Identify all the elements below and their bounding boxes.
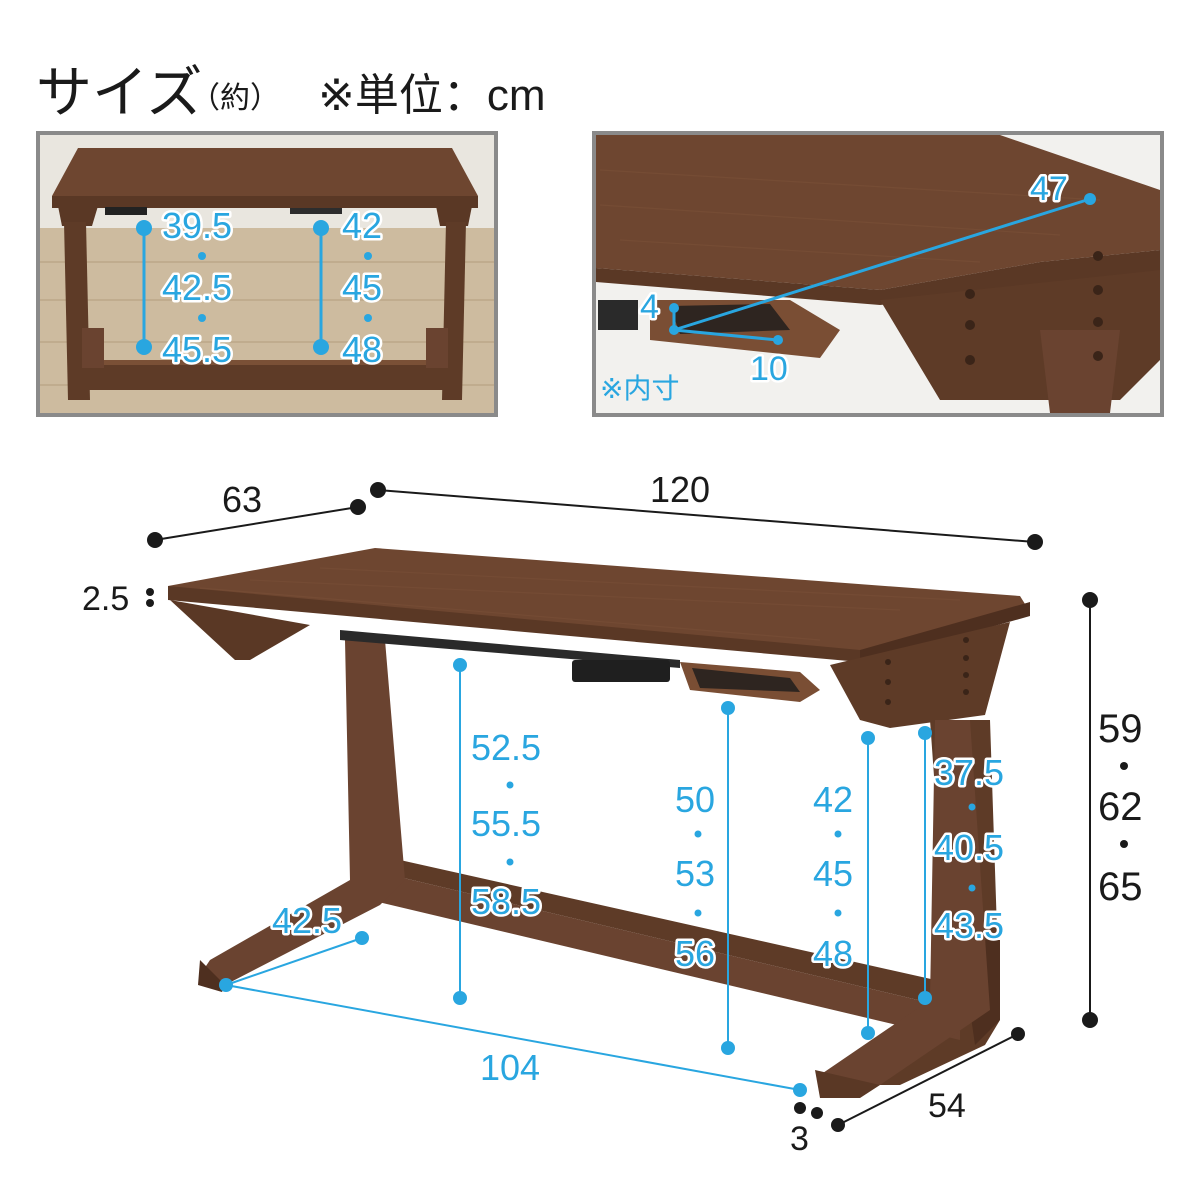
beam-height-2: 40.5: [934, 827, 1004, 868]
page-title: サイズ: [36, 61, 202, 124]
top-thickness-dimension: 2.5: [82, 580, 154, 618]
under-tray-height-1: 50: [675, 779, 715, 820]
under-top-height-1: 52.5: [471, 727, 541, 768]
detail-dimensions: 47 4 10 ※内寸: [600, 168, 1096, 404]
detail-view-panel: [592, 131, 1164, 417]
front-left-height-2: 42.5: [162, 267, 232, 308]
foot-gap-dimension: 3: [790, 1102, 823, 1158]
beam-height-3: 43.5: [934, 905, 1004, 946]
front-left-height-1: 39.5: [162, 205, 232, 246]
foot-length-label: 54: [928, 1087, 966, 1125]
unit-note: ※単位：cm: [318, 71, 546, 120]
under-tray-height-3: 56: [675, 933, 715, 974]
beam-height-1: 37.5: [934, 752, 1004, 793]
front-right-height-2: 45: [342, 267, 382, 308]
table-height-1: 59: [1098, 707, 1143, 751]
under-top-height-2: 55.5: [471, 803, 541, 844]
front-right-height-1: 42: [342, 205, 382, 246]
leg-inner-height-1: 42: [813, 779, 853, 820]
under-tray-height-dimension: 50 53 56: [673, 701, 735, 1055]
beam-height-dimension: 37.5 40.5 43.5: [918, 726, 1007, 1005]
detail-width-label: 10: [750, 350, 788, 388]
front-left-height-3: 45.5: [162, 329, 232, 370]
foot-length-dimension: 54: [831, 1027, 1025, 1132]
table-height-2: 62: [1098, 785, 1143, 829]
top-depth-label: 63: [222, 479, 262, 520]
front-right-height-3: 48: [342, 329, 382, 370]
top-width-label: 120: [650, 469, 710, 510]
detail-depth-label: 47: [1030, 170, 1068, 208]
front-left-height-dimension: 39.5 42.5 45.5: [136, 203, 235, 373]
desk-illustration: [168, 548, 1030, 1098]
table-height-3: 65: [1098, 865, 1143, 909]
foot-gap-label: 3: [790, 1120, 809, 1158]
under-tray-height-2: 53: [675, 853, 715, 894]
approx-label: （約）: [190, 82, 280, 115]
detail-inner-note: ※内寸: [600, 373, 679, 404]
inner-width-dimension: 104: [225, 984, 807, 1097]
top-depth-dimension: 63: [147, 479, 366, 548]
leg-inner-height-dimension: 42 45 48: [811, 731, 875, 1040]
front-view-panel: [36, 131, 498, 417]
inner-width-label: 104: [480, 1047, 540, 1088]
top-width-dimension: 120: [370, 469, 1043, 550]
under-top-height-3: 58.5: [471, 881, 541, 922]
under-top-height-dimension: 52.5 55.5 58.5: [453, 658, 544, 1005]
top-thickness-label: 2.5: [82, 580, 129, 618]
foot-depth-label: 42.5: [272, 900, 342, 941]
table-height-dimension: 59 62 65: [1082, 592, 1143, 1028]
front-right-height-dimension: 42 45 48: [313, 203, 385, 373]
detail-height-label: 4: [640, 288, 659, 326]
leg-inner-height-2: 45: [813, 853, 853, 894]
leg-inner-height-3: 48: [813, 933, 853, 974]
